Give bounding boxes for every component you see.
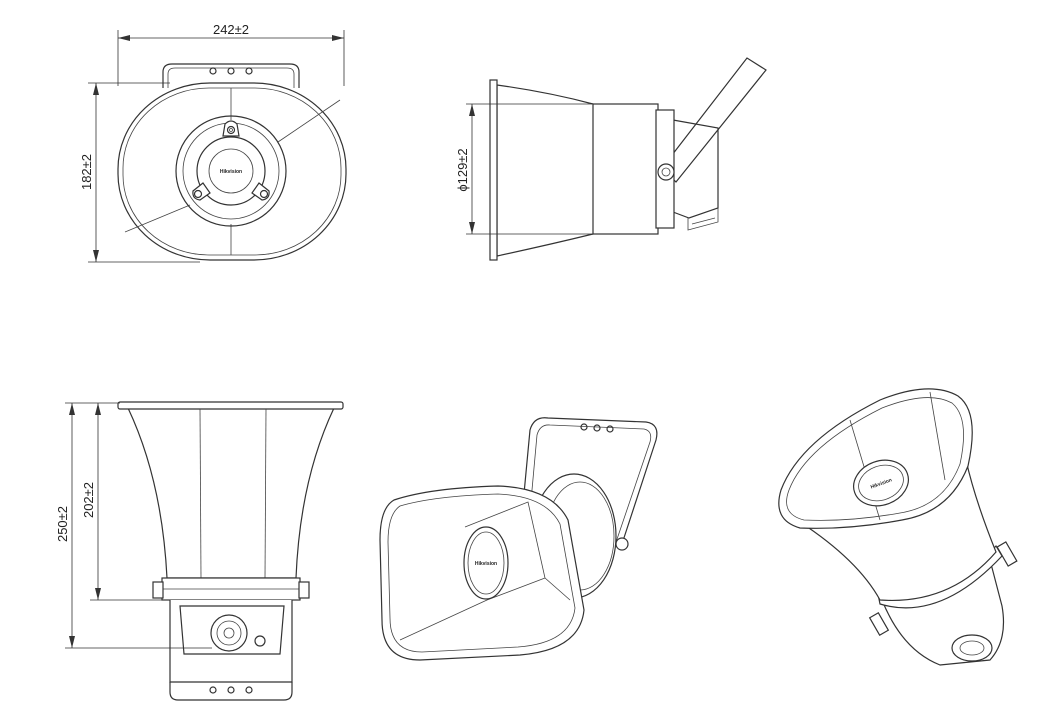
side-view: ϕ129±2 <box>455 57 767 261</box>
front-horn-outer <box>117 82 347 261</box>
front-view: Hikvision 242±2 182±2 <box>79 22 347 263</box>
iso-logo-front: Hikvision <box>475 561 497 567</box>
side-bracket-arm <box>661 57 767 183</box>
side-body <box>591 103 659 235</box>
iso-view-front: Hikvision <box>379 417 658 661</box>
iso-view-rear: Hikvision <box>778 388 1018 666</box>
top-horn <box>127 407 335 579</box>
overall-length-dimension-label: 250±2 <box>55 506 70 542</box>
front-lug-top <box>222 120 240 137</box>
side-pivot-bolt <box>657 163 675 181</box>
top-horn-rim <box>117 401 344 410</box>
top-connector <box>210 614 248 652</box>
iso-rear-horn-rim <box>778 388 973 529</box>
side-horn <box>496 84 594 257</box>
iso-bracket <box>521 417 658 551</box>
side-horn-rim <box>489 79 498 261</box>
front-logo: Hikvision <box>220 169 242 175</box>
diameter-dimension-label: ϕ129±2 <box>455 148 470 191</box>
front-lug-left <box>192 182 211 201</box>
width-dimension-label: 242±2 <box>213 22 249 37</box>
top-view: 250±2 202±2 <box>55 401 344 701</box>
front-bracket <box>162 63 300 88</box>
iso-rear-connector <box>951 634 993 662</box>
height-dimension-label: 182±2 <box>79 154 94 190</box>
front-lug-right <box>251 182 270 201</box>
horn-length-dimension-label: 202±2 <box>81 482 96 518</box>
top-bracket <box>169 682 293 701</box>
iso-driver-cap <box>463 526 509 600</box>
